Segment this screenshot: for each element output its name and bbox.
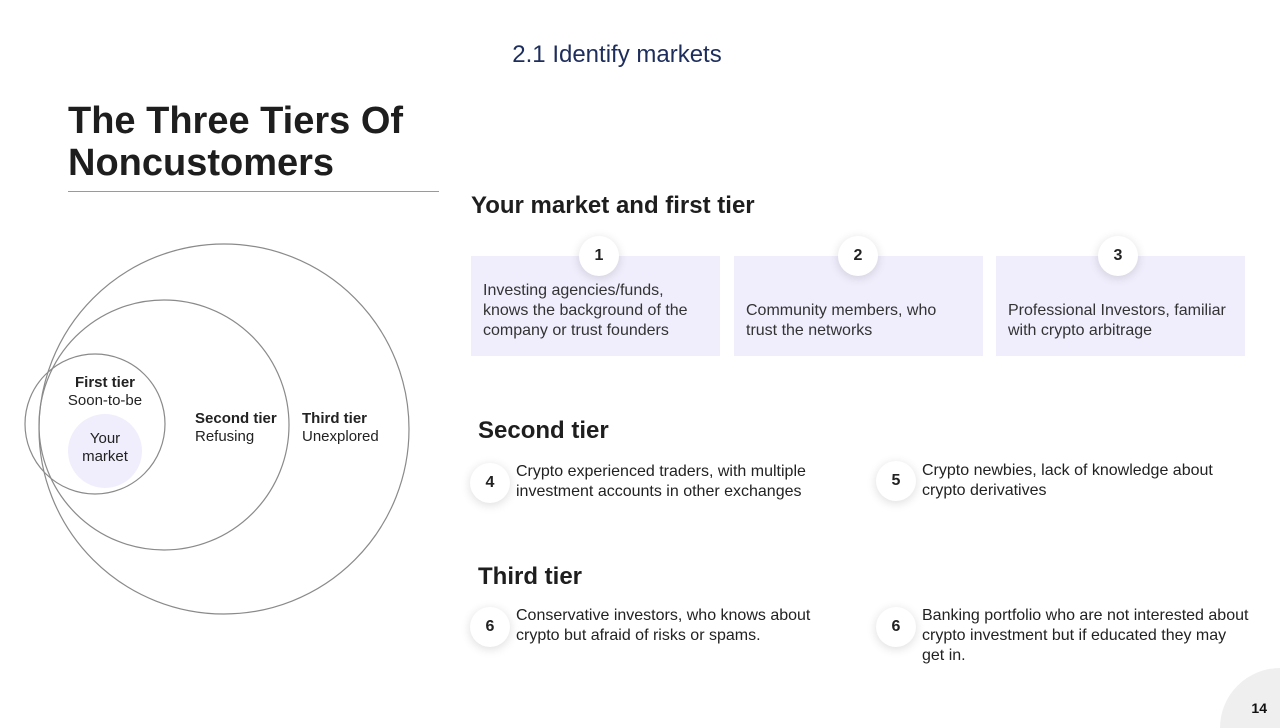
first-tier-subtitle: Soon-to-be [67, 392, 143, 409]
first-tier-heading: Your market and first tier [471, 192, 755, 219]
number-badge-2: 2 [838, 236, 878, 276]
first-tier-ring [24, 353, 166, 495]
card-text: Community members, who trust the network… [746, 302, 937, 339]
your-market-line-2: market [82, 448, 128, 465]
your-market-circle [68, 414, 142, 488]
second-tier-item-1: Crypto experienced traders, with multipl… [516, 463, 806, 500]
your-market-label: Your market [68, 430, 142, 466]
second-tier-label: Second tier Refusing [195, 410, 277, 446]
card-text: Investing agencies/funds, knows the back… [483, 282, 688, 339]
page-title-line-2: Noncustomers [68, 142, 335, 184]
second-tier-item-2: Crypto newbies, lack of knowledge about … [922, 462, 1213, 499]
third-tier-heading: Third tier [478, 563, 583, 590]
number-badge-1: 1 [579, 236, 619, 276]
title-divider [68, 191, 439, 192]
first-tier-title: First tier [74, 374, 135, 391]
card-text: Professional Investors, familiar with cr… [1008, 302, 1226, 339]
third-tier-item-2: Banking portfolio who are not interested… [922, 607, 1249, 664]
page-title-line-1: The Three Tiers Of [68, 100, 404, 142]
page-corner-decoration [1220, 668, 1280, 728]
second-tier-ring [38, 299, 290, 551]
section-label: 2.1 Identify markets [512, 41, 722, 68]
first-tier-card-1: Investing agencies/funds, knows the back… [471, 256, 720, 356]
tiers-rings [24, 243, 410, 615]
third-tier-title: Third tier [302, 410, 368, 427]
third-tier-item-1: Conservative investors, who knows about … [516, 607, 811, 644]
first-tier-label: First tier Soon-to-be [58, 374, 152, 410]
page-title: The Three Tiers Of Noncustomers [68, 100, 403, 184]
your-market-line-1: Your [89, 430, 121, 447]
second-tier-heading: Second tier [478, 417, 609, 444]
number-badge-4: 4 [470, 463, 510, 503]
number-badge-6a: 6 [470, 607, 510, 647]
tiers-diagram: First tier Soon-to-be Your market Second… [0, 240, 420, 630]
number-badge-5: 5 [876, 461, 916, 501]
page-number: 14 [1251, 700, 1267, 716]
third-tier-subtitle: Unexplored [302, 428, 379, 445]
second-tier-title: Second tier [195, 410, 277, 427]
second-tier-subtitle: Refusing [195, 428, 255, 445]
third-tier-label: Third tier Unexplored [302, 410, 379, 446]
number-badge-6b: 6 [876, 607, 916, 647]
number-badge-3: 3 [1098, 236, 1138, 276]
